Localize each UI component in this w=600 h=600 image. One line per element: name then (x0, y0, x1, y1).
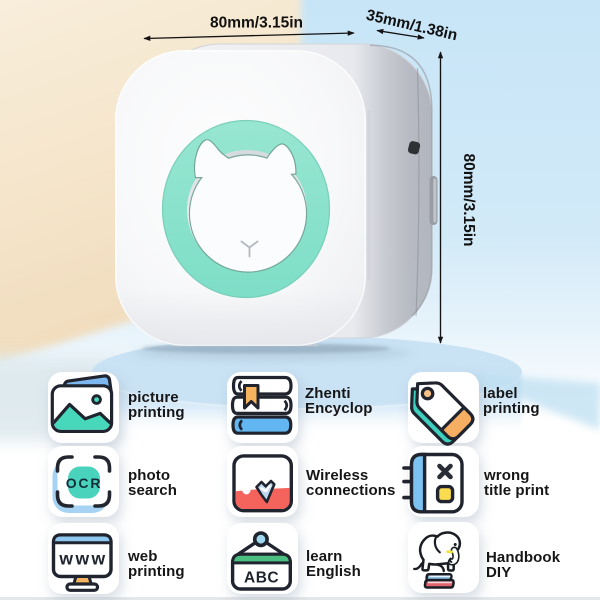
svg-text:OCR: OCR (66, 475, 103, 491)
svg-text:80mm/3.15in: 80mm/3.15in (460, 153, 477, 246)
svg-text:ABC: ABC (244, 570, 279, 587)
svg-text:www: www (58, 549, 107, 569)
svg-text:80mm/3.15in: 80mm/3.15in (210, 15, 303, 32)
